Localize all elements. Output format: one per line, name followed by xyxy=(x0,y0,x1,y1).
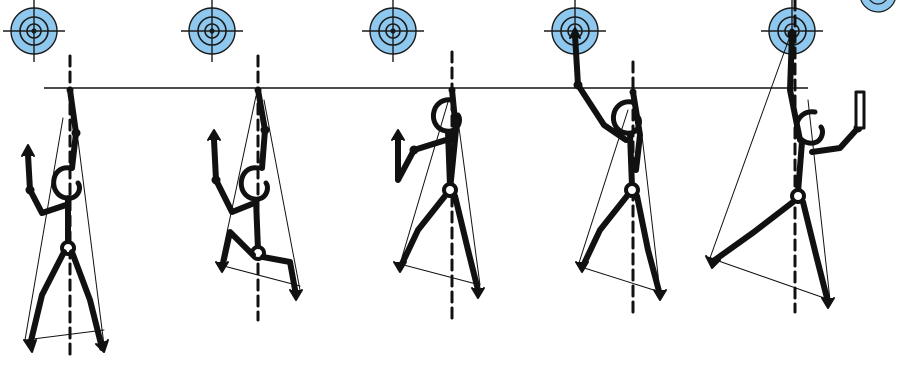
crosshair-target-icon xyxy=(181,0,243,62)
torso xyxy=(448,132,450,186)
climber-frame-2 xyxy=(208,56,302,320)
torso xyxy=(256,200,258,250)
leg-right xyxy=(637,196,660,295)
head xyxy=(241,168,267,199)
leg-left xyxy=(400,196,445,268)
crosshair-target-icon xyxy=(362,0,424,62)
leg-right xyxy=(263,257,296,295)
crosshair-target-icon xyxy=(3,0,65,62)
climber-frame-3 xyxy=(392,52,484,318)
crosshair-target-icon-partial xyxy=(860,0,896,12)
climber-frame-4 xyxy=(570,28,666,312)
arm-left xyxy=(28,155,66,213)
leg-left xyxy=(712,202,793,262)
arm-left xyxy=(398,140,446,180)
head xyxy=(54,168,80,198)
leg-left xyxy=(30,252,64,345)
target-row xyxy=(3,0,896,62)
arm-left xyxy=(214,140,252,212)
torso xyxy=(630,134,632,186)
torso xyxy=(798,142,802,192)
climber-frame-1 xyxy=(22,56,108,360)
